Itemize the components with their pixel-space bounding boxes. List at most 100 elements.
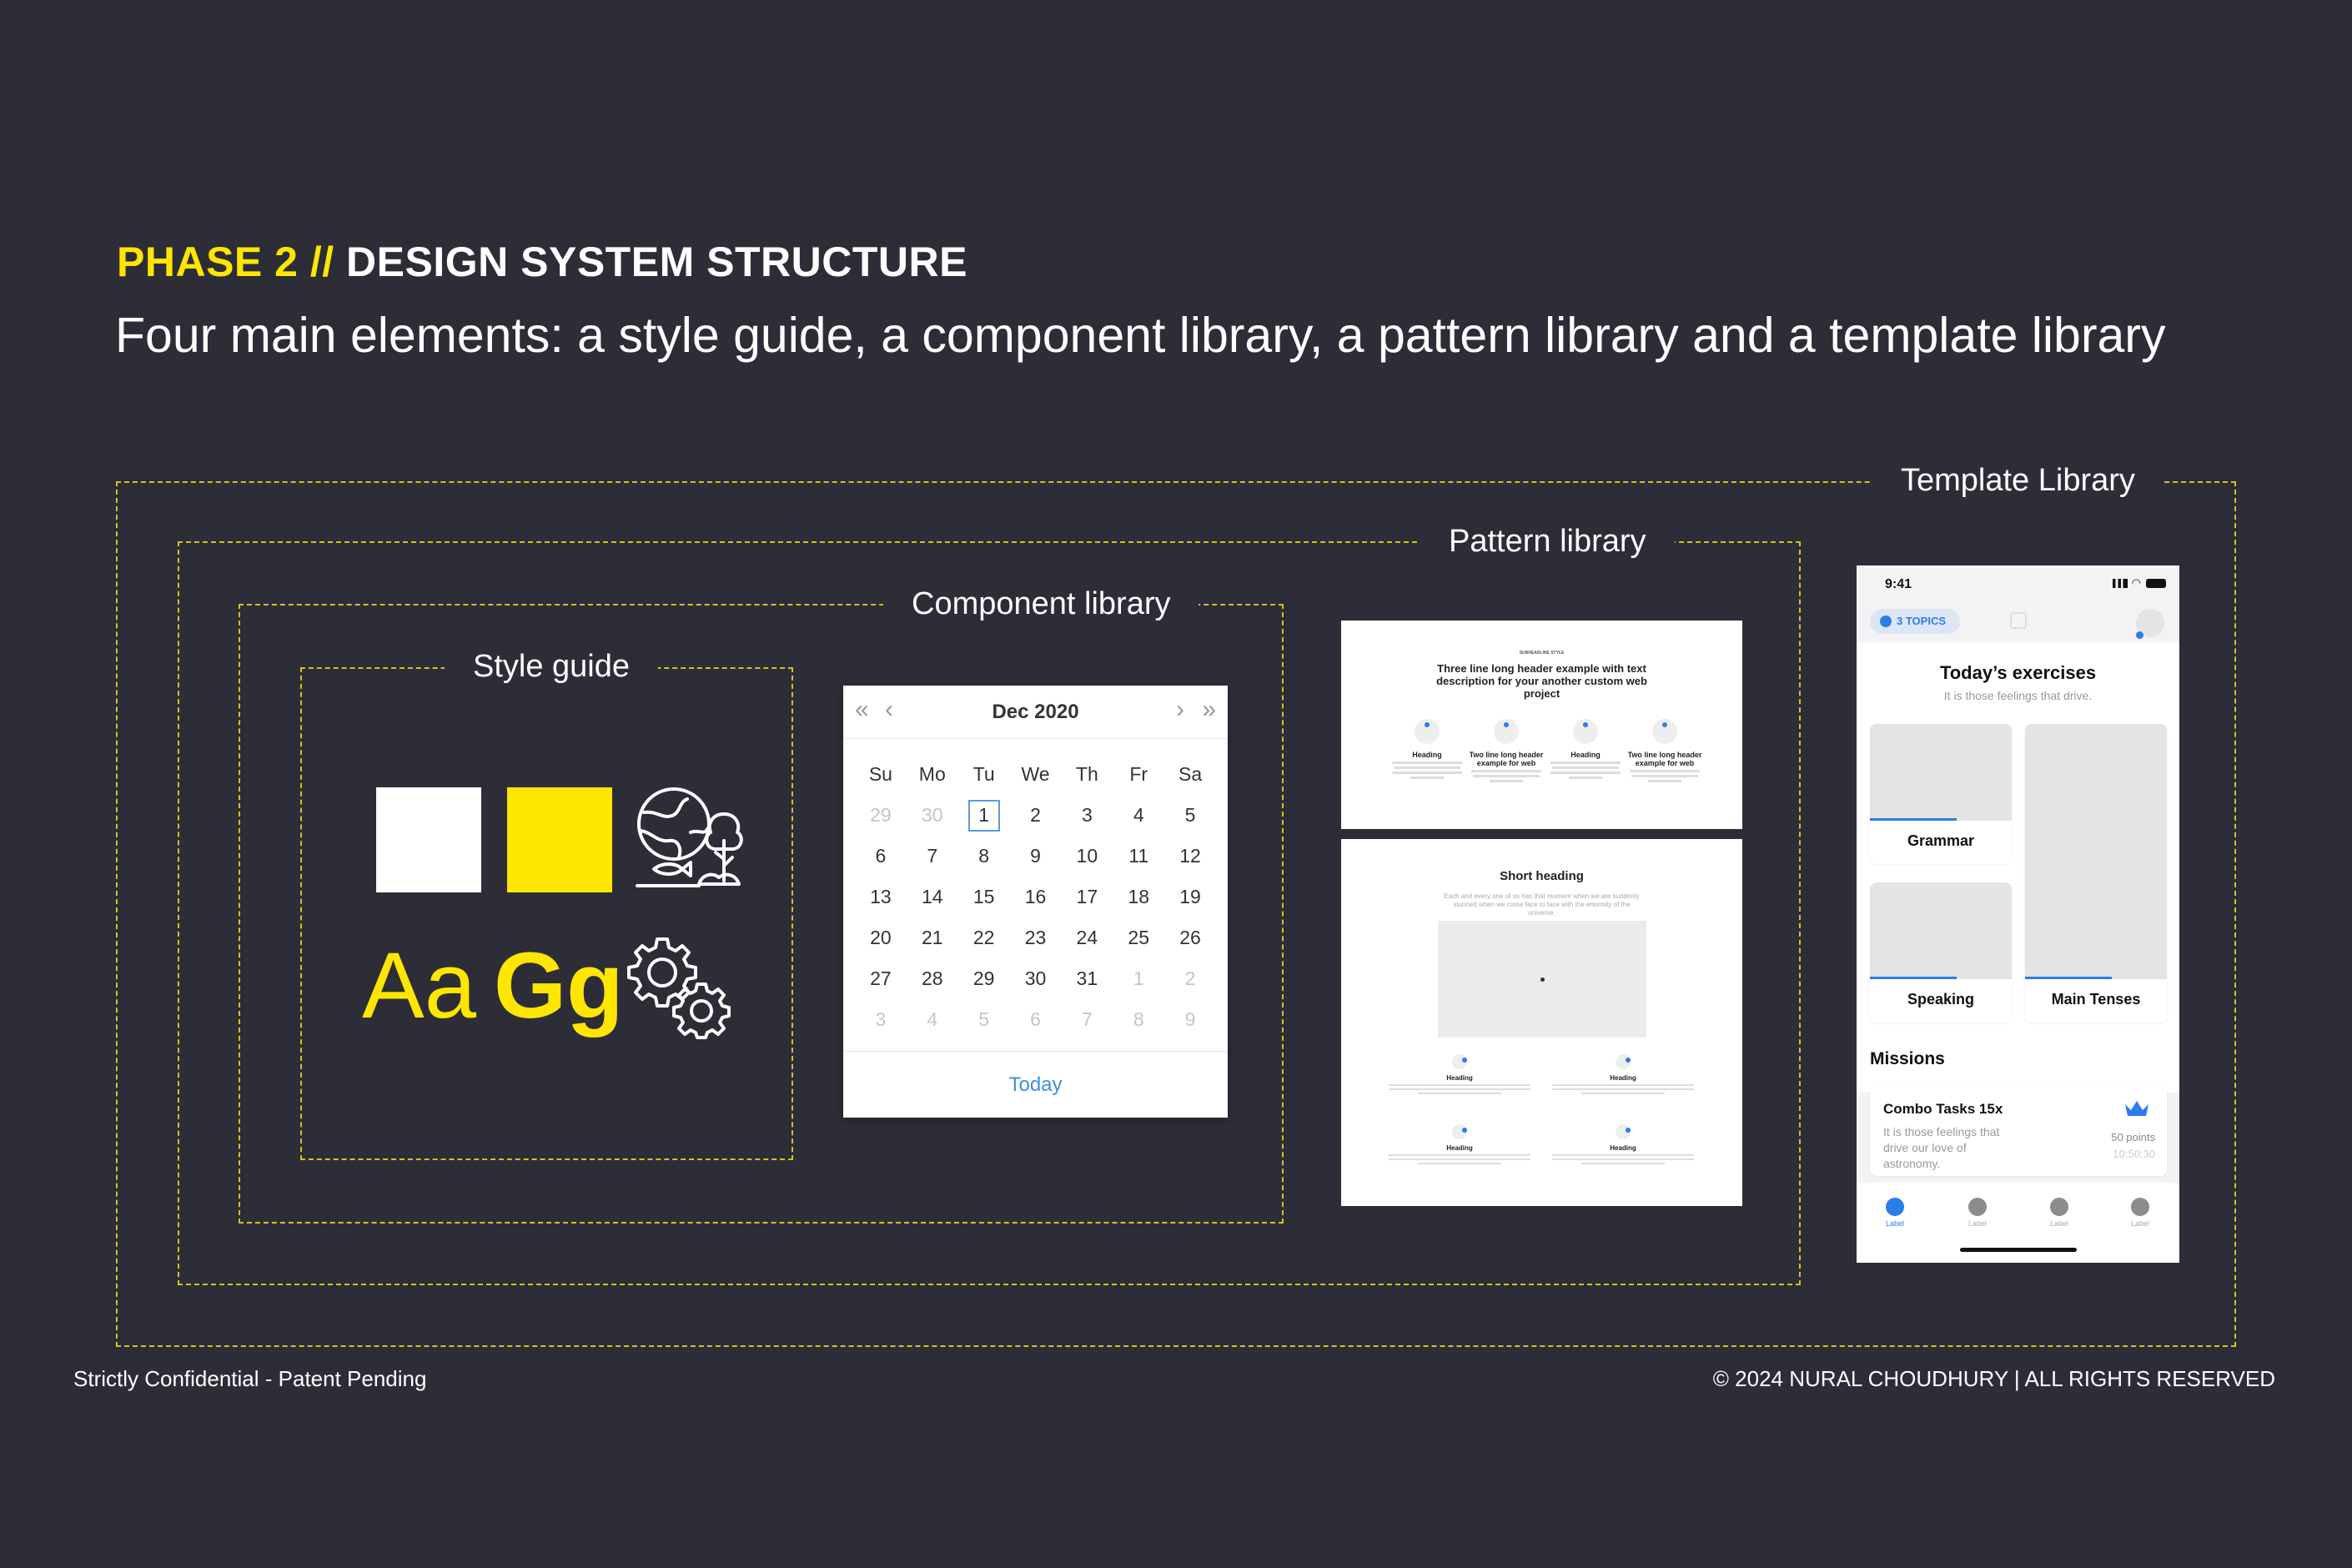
card-image: [1870, 724, 2012, 821]
calendar-day[interactable]: 21: [921, 927, 943, 948]
feature-icon: [1494, 719, 1519, 744]
white-swatch: [376, 787, 481, 892]
text-placeholder: [1581, 1093, 1665, 1094]
calendar-day[interactable]: 7: [927, 845, 938, 867]
signal-icon: [2113, 579, 2128, 588]
calendar-day[interactable]: 13: [870, 886, 892, 907]
calendar-day[interactable]: 29: [870, 804, 892, 826]
calendar-day[interactable]: 1: [1133, 967, 1144, 989]
calendar-day[interactable]: 27: [870, 967, 892, 989]
calendar-day-selected[interactable]: 1: [958, 795, 1010, 836]
calendar-day[interactable]: 26: [1179, 927, 1201, 948]
calendar-day[interactable]: 25: [1128, 927, 1149, 948]
template-library-frame: [116, 481, 2236, 1347]
calendar-day[interactable]: 8: [978, 845, 990, 867]
feature-heading: Heading: [1446, 1074, 1473, 1082]
calendar-widget: « ‹ Dec 2020 › » Su Mo Tu We Th Fr Sa 29…: [843, 686, 1228, 1118]
tab-item-4[interactable]: Label: [2115, 1198, 2165, 1228]
page-subtitle: Four main elements: a style guide, a com…: [115, 308, 2166, 363]
prev-year-icon[interactable]: «: [855, 696, 869, 723]
avatar[interactable]: [2136, 609, 2164, 639]
calendar-day[interactable]: 3: [875, 1008, 887, 1030]
feature-heading: Heading: [1610, 1144, 1636, 1152]
exercises-subtitle: It is those feelings that drive.: [1943, 689, 2093, 702]
calendar-day[interactable]: 2: [1030, 804, 1041, 826]
text-placeholder: [1392, 761, 1462, 764]
feature-icon: [1452, 1054, 1467, 1069]
next-month-icon[interactable]: ›: [1176, 696, 1184, 723]
template-library-label: Template Library: [1872, 463, 2164, 499]
calendar-day[interactable]: 5: [1184, 804, 1196, 826]
mission-name: Combo Tasks 15x: [1883, 1101, 2003, 1117]
feature-heading: Two line long header example for web: [1469, 751, 1544, 767]
mission-card[interactable]: Combo Tasks 15x It is those feelings tha…: [1870, 1084, 2167, 1176]
style-guide-label: Style guide: [445, 649, 659, 685]
calendar-day[interactable]: 3: [1081, 804, 1093, 826]
calendar-day[interactable]: 23: [1024, 927, 1047, 948]
calendar-day[interactable]: 10: [1076, 845, 1098, 867]
calendar-day[interactable]: 29: [972, 967, 995, 989]
info-icon: [1880, 616, 1892, 627]
calendar-day[interactable]: 6: [875, 845, 887, 867]
calendar-day[interactable]: 20: [870, 927, 892, 948]
feature-heading: Two line long header example for web: [1627, 751, 1702, 767]
tab-item-2[interactable]: Label: [1952, 1198, 2003, 1228]
calendar-day[interactable]: 5: [978, 1008, 990, 1030]
calendar-icon[interactable]: [2010, 612, 2027, 629]
tab-item-3[interactable]: Label: [2034, 1198, 2084, 1228]
calendar-day[interactable]: 4: [1133, 804, 1144, 826]
calendar-day[interactable]: 30: [1024, 967, 1047, 989]
pattern-card-media: Short heading Each and every one of us h…: [1341, 839, 1742, 1206]
calendar-day[interactable]: 18: [1128, 886, 1149, 907]
calendar-day[interactable]: 31: [1076, 967, 1098, 989]
today-button[interactable]: Today: [843, 1051, 1228, 1118]
exercise-card-speaking[interactable]: Speaking: [1870, 882, 2012, 1023]
calendar-day[interactable]: 28: [921, 967, 943, 989]
tab-label: Label: [1968, 1219, 1988, 1228]
text-placeholder: [1394, 766, 1460, 769]
feature-icon: [1652, 719, 1677, 744]
text-placeholder: [1389, 1088, 1530, 1090]
calendar-day[interactable]: 24: [1076, 927, 1098, 948]
calendar-day[interactable]: 9: [1030, 845, 1041, 867]
calendar-day[interactable]: 11: [1128, 845, 1149, 867]
weekday-label: Mo: [918, 763, 946, 785]
prev-month-icon[interactable]: ‹: [885, 696, 893, 723]
calendar-day[interactable]: 4: [927, 1008, 938, 1030]
calendar-day[interactable]: 22: [972, 927, 995, 948]
tab-label: Label: [2130, 1219, 2150, 1228]
calendar-day[interactable]: 30: [921, 804, 943, 826]
weekday-label: Sa: [1179, 763, 1203, 785]
calendar-day[interactable]: 12: [1179, 845, 1201, 867]
calendar-day[interactable]: 19: [1179, 886, 1201, 907]
weekday-label: Su: [868, 763, 892, 785]
calendar-day[interactable]: 17: [1076, 886, 1098, 907]
exercise-card-main-tenses[interactable]: Main Tenses: [2025, 724, 2167, 1023]
topics-chip[interactable]: 3 TOPICS: [1870, 609, 1960, 634]
feature-column: Two line long header example for web: [1468, 719, 1545, 782]
type-sample-bold: Gg: [494, 933, 624, 1038]
calendar-day[interactable]: 8: [1133, 1008, 1144, 1030]
calendar-day[interactable]: 15: [972, 886, 995, 907]
card-progress: [2025, 977, 2112, 979]
media-feature: Heading: [1548, 1054, 1698, 1094]
calendar-day[interactable]: 14: [921, 886, 943, 907]
tab-item-1[interactable]: Label: [1870, 1198, 1920, 1228]
text-placeholder: [1550, 761, 1621, 764]
calendar-day[interactable]: 6: [1030, 1008, 1041, 1030]
tab-label: Label: [2049, 1219, 2069, 1228]
text-placeholder: [1552, 1088, 1694, 1090]
text-placeholder: [1552, 1154, 1694, 1156]
selected-day-label: 1: [967, 799, 1000, 832]
next-year-icon[interactable]: »: [1202, 696, 1216, 723]
pattern-library-label: Pattern library: [1420, 524, 1675, 560]
text-placeholder: [1550, 771, 1621, 774]
calendar-day[interactable]: 9: [1184, 1008, 1196, 1030]
exercise-card-grammar[interactable]: Grammar: [1870, 724, 2012, 864]
calendar-day[interactable]: 16: [1024, 886, 1047, 907]
calendar-day[interactable]: 7: [1081, 1008, 1093, 1030]
missions-title: Missions: [1870, 1049, 1945, 1068]
calendar-day[interactable]: 2: [1184, 967, 1196, 989]
status-bar: 9:41 ◠: [1857, 565, 2179, 607]
feature-column: Heading: [1548, 719, 1623, 779]
